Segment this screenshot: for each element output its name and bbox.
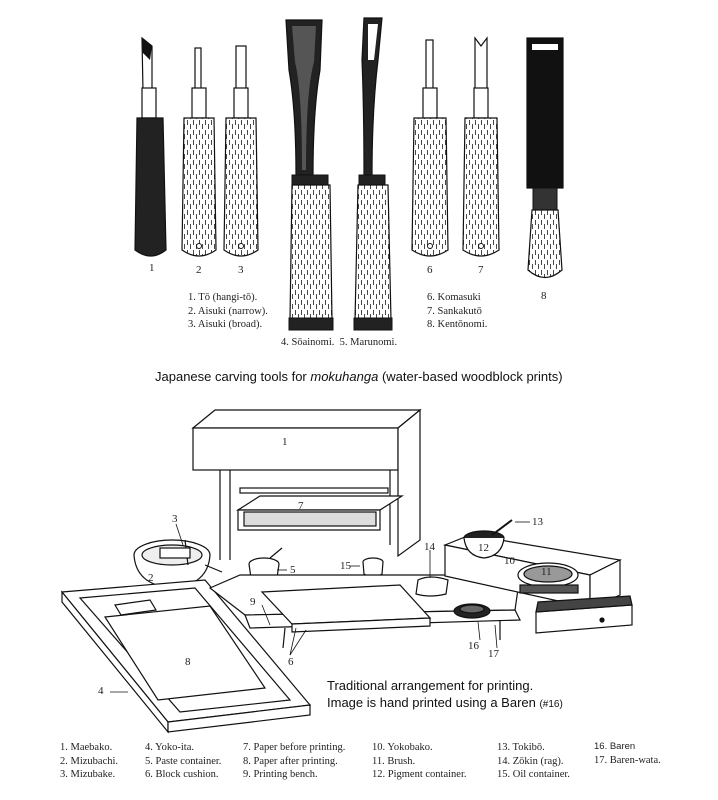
legend-col-3: 7. Paper before printing. 8. Paper after… — [243, 741, 345, 782]
caption-emphasis: mokuhanga — [310, 369, 379, 384]
legend-item: 5. Marunomi. — [339, 337, 398, 348]
tool-number-7: 7 — [478, 264, 484, 276]
legend-item: 4. Yoko-ita. — [145, 742, 195, 753]
printing-caption: Traditional arrangement for printing. Im… — [327, 677, 563, 713]
legend-item: 9. Printing bench. — [243, 769, 318, 780]
legend-item: 7. Paper before printing. — [243, 742, 346, 753]
item-number-1: 1 — [282, 436, 288, 448]
item-number-13: 13 — [532, 516, 543, 528]
caption-reference: (#16) — [539, 699, 563, 710]
item-number-8: 8 — [185, 656, 191, 668]
tools-caption: Japanese carving tools for mokuhanga (wa… — [155, 369, 563, 384]
legend-item: 3. Mizubake. — [60, 769, 116, 780]
legend-item: 12. Pigment container. — [372, 769, 467, 780]
legend-item: 6. Block cushion. — [145, 769, 219, 780]
tools-legend-right: 6. Komasuki 7. Sankakutō 8. Kentōnomi. — [427, 291, 487, 332]
item-number-14: 14 — [424, 541, 435, 553]
tool-number-8: 8 — [541, 290, 547, 302]
legend-item: 8. Kentōnomi. — [427, 319, 488, 330]
tool-2-aisuki-narrow — [181, 47, 217, 257]
item-number-2: 2 — [148, 572, 154, 584]
tool-number-6: 6 — [427, 264, 433, 276]
item-number-17: 17 — [488, 648, 499, 660]
legend-item: 10. Yokobako. — [372, 742, 433, 753]
item-number-3: 3 — [172, 513, 178, 525]
caption-text: (water-based woodblock prints) — [378, 369, 563, 384]
legend-item: 4. Sōainomi. — [281, 337, 335, 348]
tool-5-marunomi — [353, 17, 393, 331]
tool-number-1: 1 — [149, 262, 155, 274]
legend-col-1: 1. Maebako. 2. Mizubachi. 3. Mizubake. — [60, 741, 118, 782]
tool-6-komasuki — [411, 39, 449, 257]
legend-col-6: 16. Baren 17. Baren-wata. — [594, 740, 661, 767]
legend-item: 6. Komasuki — [427, 292, 481, 303]
item-number-5: 5 — [290, 564, 296, 576]
item-number-10: 10 — [504, 555, 515, 567]
legend-item: 14. Zōkin (rag). — [497, 755, 564, 767]
legend-item: 16. Baren — [594, 741, 636, 752]
caption-line: Traditional arrangement for printing. — [327, 678, 534, 693]
tool-number-2: 2 — [196, 264, 202, 276]
caption-text: Image is hand printed using a Baren — [327, 695, 540, 710]
tool-1-to — [134, 36, 167, 257]
item-number-15: 15 — [340, 560, 351, 572]
tool-number-3: 3 — [238, 264, 244, 276]
legend-item: 2. Aisuki (narrow). — [188, 305, 268, 317]
legend-item: 5. Paste container. — [145, 755, 222, 767]
legend-col-4: 10. Yokobako. 11. Brush. 12. Pigment con… — [372, 741, 467, 782]
legend-item: 3. Aisuki (broad). — [188, 319, 263, 330]
item-number-4: 4 — [98, 685, 104, 697]
item-number-11: 11 — [541, 566, 552, 578]
legend-item: 1. Tō (hangi-tō). — [188, 292, 258, 303]
legend-item: 17. Baren-wata. — [594, 754, 661, 766]
legend-item: 11. Brush. — [372, 755, 416, 767]
legend-item: 2. Mizubachi. — [60, 755, 119, 767]
caption-text: Japanese carving tools for — [155, 369, 311, 384]
legend-item: 1. Maebako. — [60, 742, 113, 753]
tool-3-aisuki-broad — [223, 45, 259, 257]
caption-line: Image is hand printed using a Baren (#16… — [327, 694, 563, 713]
item-number-16: 16 — [468, 640, 479, 652]
item-number-9: 9 — [250, 596, 256, 608]
legend-item: 8. Paper after printing. — [243, 755, 338, 767]
tool-8-kentonomi — [526, 37, 564, 279]
legend-col-2: 4. Yoko-ita. 5. Paste container. 6. Bloc… — [145, 741, 221, 782]
item-number-12: 12 — [478, 542, 489, 554]
tools-legend-mid: 4. Sōainomi. 5. Marunomi. — [281, 336, 397, 350]
legend-item: 13. Tokibō. — [497, 742, 545, 753]
item-number-6: 6 — [288, 656, 294, 668]
tool-4-soainomi — [285, 19, 334, 331]
legend-item: 7. Sankakutō — [427, 305, 482, 317]
legend-col-5: 13. Tokibō. 14. Zōkin (rag). 15. Oil con… — [497, 741, 570, 782]
legend-item: 15. Oil container. — [497, 769, 570, 780]
item-number-7: 7 — [298, 500, 304, 512]
tool-7-sankakuto — [462, 36, 500, 257]
tools-legend-left: 1. Tō (hangi-tō). 2. Aisuki (narrow). 3.… — [188, 291, 268, 332]
